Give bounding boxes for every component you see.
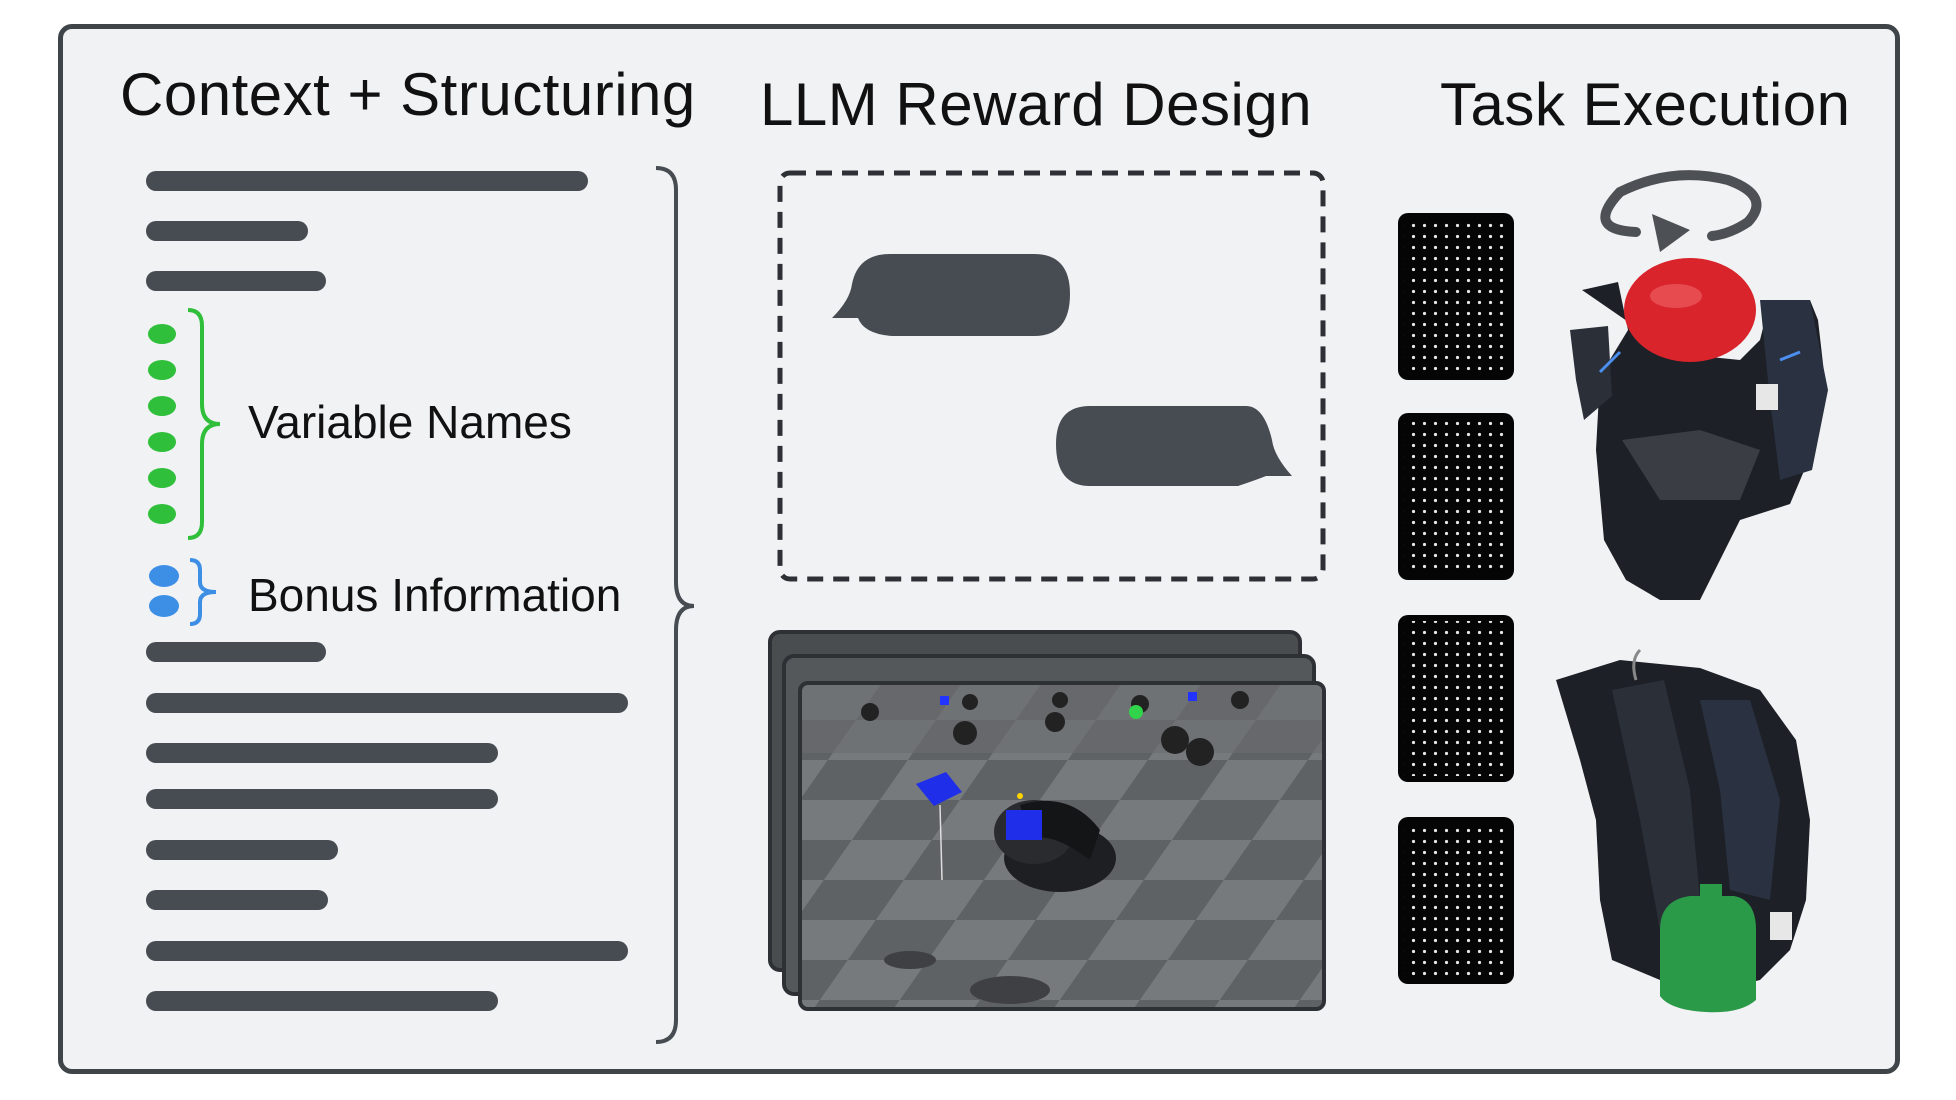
bonus-info-dots (149, 565, 179, 617)
green-brace-icon (187, 308, 221, 540)
variable-name-dots (148, 324, 176, 524)
context-brace-icon (655, 166, 695, 1044)
task-execution-title: Task Execution (1440, 71, 1851, 138)
variable-dot (148, 468, 176, 488)
bonus-information-label: Bonus Information (248, 569, 622, 621)
variable-dot (148, 360, 176, 380)
red-cube (1624, 258, 1756, 362)
blue-brace-icon (189, 558, 217, 626)
tactile-sensor-icon (1398, 615, 1514, 782)
robot-hand-icon (1570, 258, 1828, 600)
robot-hand-icon (1556, 648, 1810, 1013)
chat-bubble-icon (832, 254, 1070, 336)
variable-names-label: Variable Names (248, 396, 572, 448)
bonus-dot (149, 595, 179, 617)
tactile-sensor-icon (1398, 213, 1514, 380)
green-bottle (1660, 896, 1756, 1013)
variable-dot (148, 504, 176, 524)
reward-dialog-box (777, 170, 1326, 582)
variable-dot (148, 432, 176, 452)
rotate-arrow-icon (1600, 170, 1762, 252)
variable-dot (148, 324, 176, 344)
sim-frame-front (798, 681, 1326, 1011)
context-text-lines (146, 171, 628, 1011)
simulation-icon (768, 630, 1326, 1011)
blue-cube (916, 772, 962, 806)
bonus-dot (149, 565, 179, 587)
llm-reward-design-title: LLM Reward Design (760, 71, 1313, 138)
chat-bubble-icon (1056, 406, 1292, 486)
variable-dot (148, 396, 176, 416)
context-structuring-title: Context + Structuring (120, 61, 696, 128)
tactile-sensor-icon (1398, 413, 1514, 580)
tactile-sensor-icon (1398, 817, 1514, 984)
